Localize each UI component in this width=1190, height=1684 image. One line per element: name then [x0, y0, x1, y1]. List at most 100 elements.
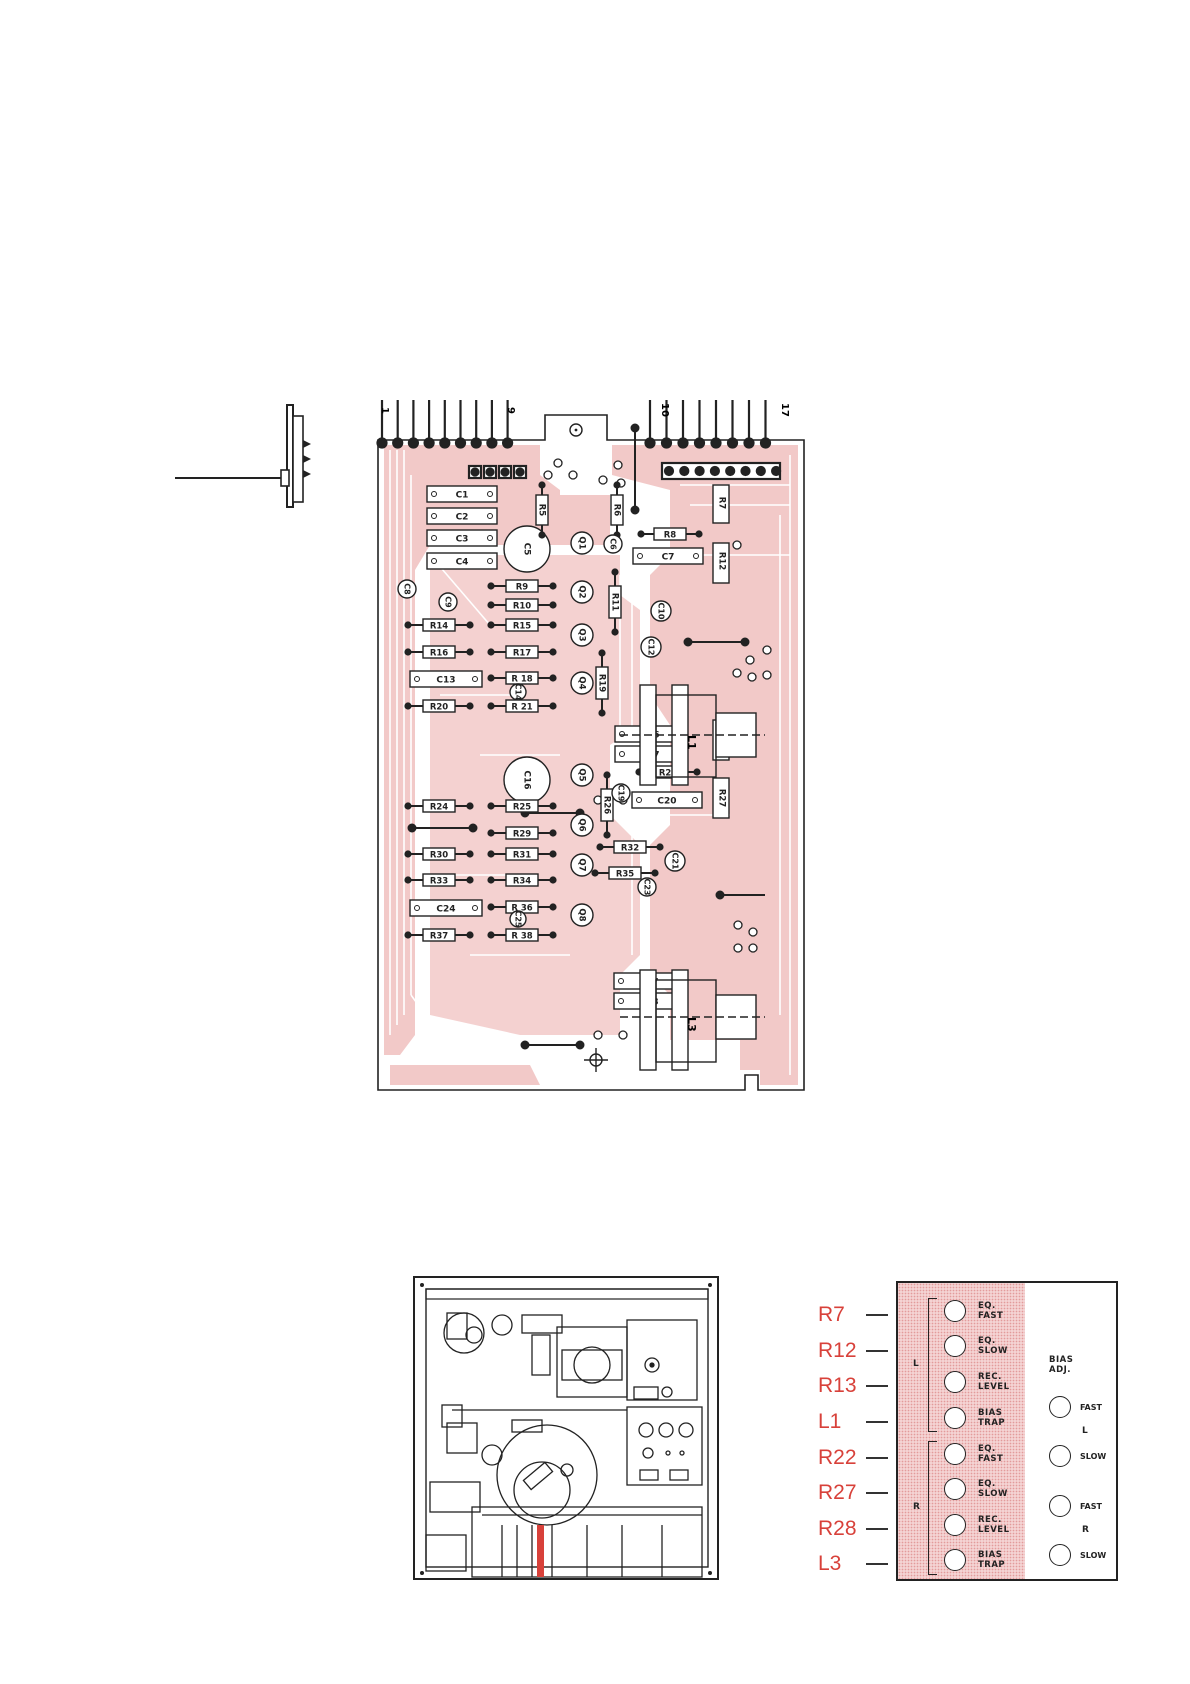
pad — [487, 513, 493, 519]
bias-knob[interactable] — [1049, 1396, 1071, 1418]
solder-pad — [549, 903, 557, 911]
label-c8: C8 — [403, 583, 412, 595]
solder-pad — [549, 850, 557, 858]
solder-pad — [404, 648, 412, 656]
label-r6: R6 — [612, 504, 622, 517]
callout-label: L3 — [818, 1552, 842, 1575]
component-body — [608, 585, 622, 619]
pad — [485, 467, 495, 477]
callout-l1: L1 — [818, 1410, 908, 1434]
bias-knob[interactable] — [1049, 1445, 1071, 1467]
bias-knob[interactable] — [1049, 1495, 1071, 1517]
connector-pad — [759, 437, 772, 449]
trimmer-knob[interactable] — [944, 1335, 966, 1357]
trimmer-knob[interactable] — [944, 1514, 966, 1536]
label-c9: C9 — [444, 596, 453, 608]
solder-pad — [466, 648, 474, 656]
component-body — [422, 847, 456, 861]
component-body — [595, 666, 609, 700]
solder-pad — [637, 530, 645, 538]
trimmer-knob[interactable] — [944, 1371, 966, 1393]
bias-knob[interactable] — [1049, 1544, 1071, 1566]
trimmer-label: EQ. FAST — [978, 1301, 1004, 1321]
solder-pad — [487, 674, 495, 682]
solder-pad — [549, 621, 557, 629]
callout-r12: R12 — [818, 1339, 908, 1363]
solder-pad — [466, 802, 474, 810]
connector-left — [376, 400, 528, 480]
label-c16: C16 — [522, 770, 532, 789]
component-body — [438, 592, 458, 612]
pad — [725, 465, 736, 477]
solder-pad — [656, 843, 664, 851]
pad — [470, 467, 480, 477]
trimmer-knob[interactable] — [944, 1549, 966, 1571]
callout-leader-line — [866, 1492, 888, 1494]
component-body — [426, 552, 498, 570]
pad — [663, 465, 675, 477]
label-r32: R32 — [621, 844, 639, 854]
label-r31: R31 — [513, 851, 531, 861]
solder-pad — [487, 829, 495, 837]
component-body — [631, 791, 703, 809]
trimmer-label: EQ. SLOW — [978, 1479, 1008, 1499]
pin-label-1: 1 — [379, 407, 390, 414]
pad — [472, 676, 478, 682]
trimmer-knob[interactable] — [944, 1478, 966, 1500]
solder-pad — [538, 531, 546, 539]
callout-r22: R22 — [818, 1446, 908, 1470]
label-q2: Q2 — [577, 585, 587, 598]
label-r8: R8 — [664, 531, 677, 541]
label-c1: C1 — [456, 491, 469, 501]
label-r21: R 21 — [511, 703, 532, 713]
solder-pad — [613, 481, 621, 489]
label-c5: C5 — [522, 543, 532, 556]
pad — [414, 676, 420, 682]
label-q1: Q1 — [577, 536, 587, 549]
callout-r28: R28 — [818, 1517, 908, 1541]
mounting-hole-cross — [584, 1048, 608, 1072]
connector-pad — [660, 437, 673, 449]
pin-label-10: 10 — [659, 403, 670, 417]
component-body — [426, 507, 498, 525]
label-r38: R 38 — [511, 932, 532, 942]
solder-pad — [693, 768, 701, 776]
chassis-top-view — [413, 1276, 719, 1580]
component-body — [426, 529, 498, 547]
label-r20: R20 — [430, 703, 448, 713]
trimmer-knob[interactable] — [944, 1443, 966, 1465]
component-body — [503, 525, 551, 573]
label-q8: Q8 — [577, 908, 587, 921]
label-q3: Q3 — [577, 628, 587, 641]
component-body — [712, 777, 730, 819]
component-body — [422, 645, 456, 659]
pad — [636, 797, 642, 803]
component-body — [664, 850, 686, 872]
pad — [771, 465, 782, 477]
component-body — [535, 494, 549, 526]
callout-label: R12 — [818, 1339, 857, 1362]
label-c25: C25 — [514, 910, 523, 927]
label-c23: C23 — [643, 878, 652, 895]
trimmer-knob[interactable] — [944, 1300, 966, 1322]
trimmer-knob[interactable] — [944, 1407, 966, 1429]
label-r35: R35 — [616, 870, 634, 880]
trimmer-label: REC. LEVEL — [978, 1372, 1010, 1392]
component-body — [712, 484, 730, 524]
trimmer-label: REC. LEVEL — [978, 1515, 1010, 1535]
callout-label: R22 — [818, 1446, 857, 1469]
solder-pad — [466, 850, 474, 858]
pad — [694, 465, 705, 477]
pad — [755, 465, 766, 477]
bias-group-label-l: L — [1082, 1426, 1088, 1436]
component-body — [570, 813, 594, 837]
bias-knob-label: FAST — [1080, 1502, 1102, 1511]
callout-leader-line — [866, 1457, 888, 1459]
component-body — [409, 899, 483, 917]
chassis-highlight-board — [537, 1525, 544, 1577]
label-c20: C20 — [657, 797, 676, 807]
solder-pad — [404, 621, 412, 629]
pad — [693, 553, 699, 559]
solder-pad — [487, 931, 495, 939]
connector-pad — [726, 437, 739, 449]
